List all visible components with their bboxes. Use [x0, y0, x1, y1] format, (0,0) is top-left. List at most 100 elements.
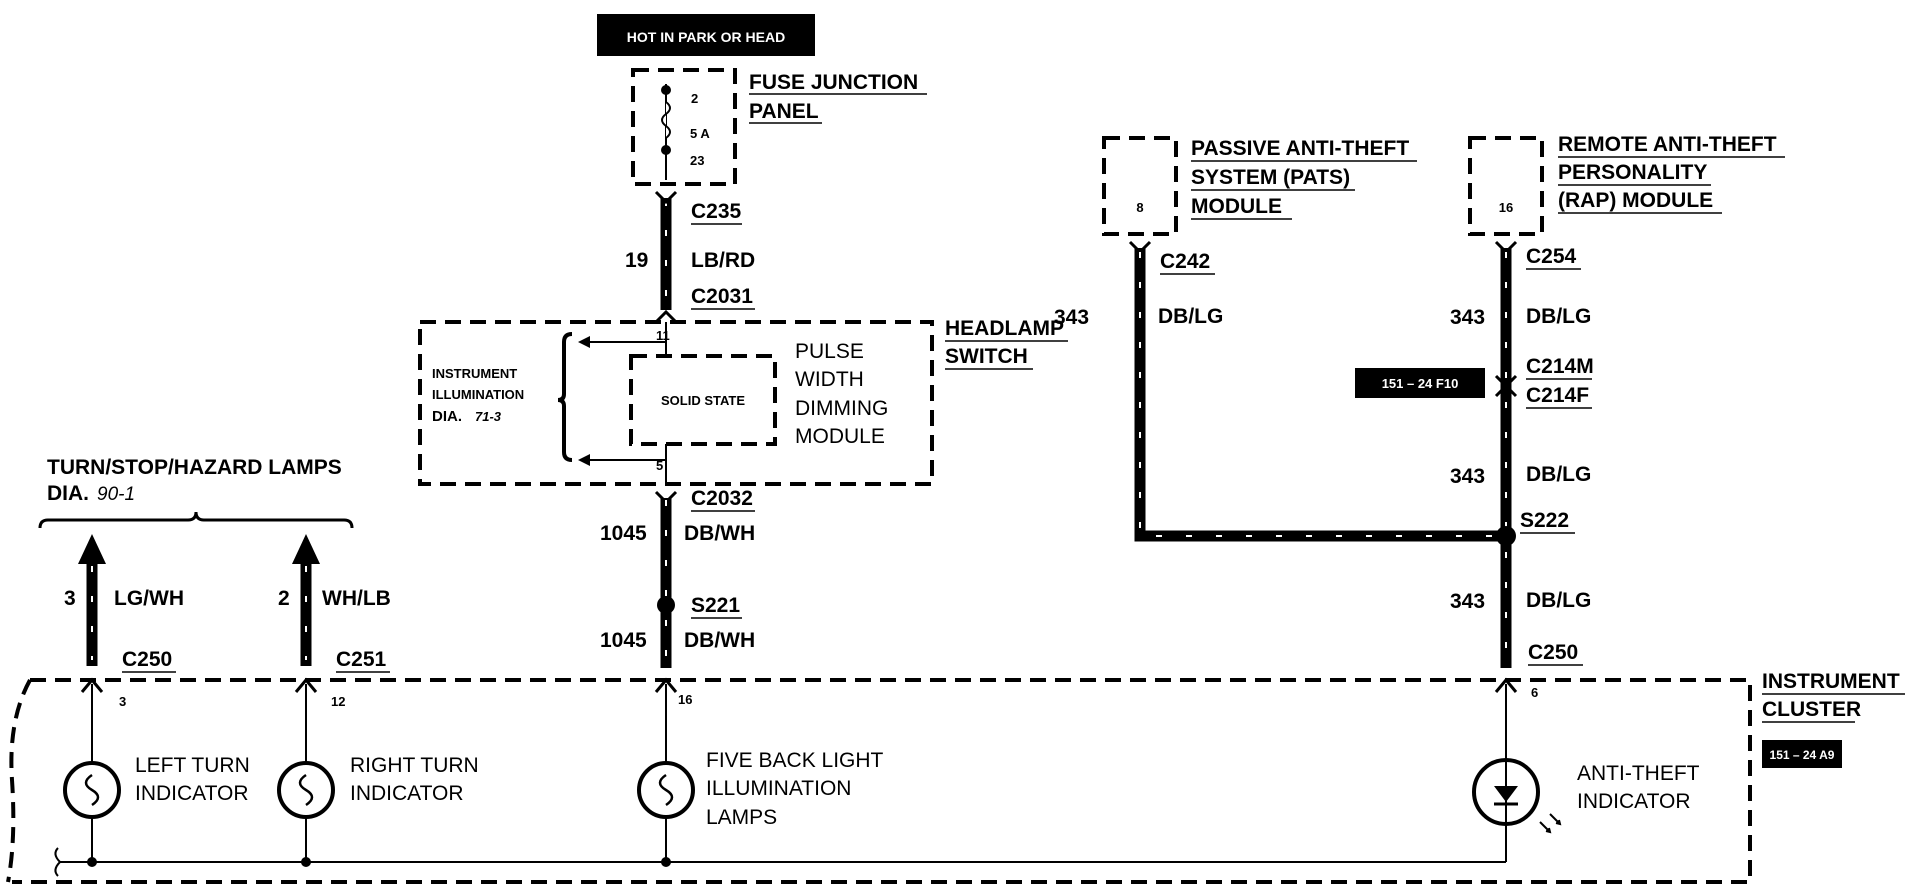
connector-c235-label: C235: [691, 200, 742, 223]
connector-c235-icon: [654, 190, 678, 205]
wire-2-circuit: 2: [278, 587, 290, 610]
wire-1045b-color: DB/WH: [684, 629, 755, 652]
wire-19-color: LB/RD: [691, 249, 755, 272]
rap-title-3: (RAP) MODULE: [1558, 189, 1713, 212]
backlight-label-3: LAMPS: [706, 806, 777, 829]
left-turn-label-1: LEFT TURN: [135, 754, 250, 777]
illum-arrow-bottom-icon: [578, 454, 590, 466]
headlamp-switch-box: [418, 320, 934, 486]
instrument-illum-dia: DIA.: [432, 408, 462, 425]
connector-c2031-icon: [654, 309, 678, 324]
fuse-panel-title-2: PANEL: [749, 100, 819, 123]
instrument-illum-line2: ILLUMINATION: [432, 387, 524, 402]
instrument-illum-ref: 71-3: [475, 409, 502, 424]
wire-3-circuit: 3: [64, 587, 76, 610]
wire-1045b-circuit: 1045: [600, 629, 647, 652]
pwdm-line4: MODULE: [795, 425, 885, 448]
connector-c2032-label: C2032: [691, 487, 753, 510]
pin-16-label: 16: [678, 692, 692, 707]
instrument-illum-line1: INSTRUMENT: [432, 366, 517, 381]
wire-19-circuit: 19: [625, 249, 648, 272]
fuse-rating: 5 A: [690, 126, 710, 141]
splice-s221-label: S221: [691, 594, 740, 617]
turn-lamps-title: TURN/STOP/HAZARD LAMPS: [47, 456, 342, 479]
fuse-terminal-bottom: [661, 145, 671, 155]
ref-f10-label: 151 – 24 F10: [1382, 376, 1459, 391]
right-turn-label-1: RIGHT TURN: [350, 754, 479, 777]
fuse-junction-panel-box: [631, 68, 737, 186]
wire-3-arrow-icon: [78, 534, 106, 564]
wire-343-rap-circuit-2: 343: [1450, 465, 1485, 488]
wire-2-pin: 12: [331, 694, 345, 709]
wire-1045a-circuit: 1045: [600, 522, 647, 545]
wire-343-pats-color: DB/LG: [1158, 305, 1223, 328]
wire-343-rap-circuit-3: 343: [1450, 590, 1485, 613]
rap-title-1: REMOTE ANTI-THEFT: [1558, 133, 1777, 156]
connector-c250-right-label: C250: [1528, 641, 1578, 664]
wire-1045a-color: DB/WH: [684, 522, 755, 545]
wire-2-connector: C251: [336, 648, 387, 671]
wire-343-rap-color-3: DB/LG: [1526, 589, 1591, 612]
pats-module-box: [1102, 136, 1178, 236]
headlamp-switch-title-2: SWITCH: [945, 345, 1028, 368]
backlight-label-1: FIVE BACK LIGHT: [706, 749, 884, 772]
illum-bracket-icon: [557, 332, 573, 462]
fuse-symbol-icon: [661, 101, 671, 139]
fuse-panel-title-1: FUSE JUNCTION: [749, 71, 918, 94]
cluster-title-1: INSTRUMENT: [1762, 670, 1900, 693]
led-emission-icon: [1539, 821, 1552, 834]
turn-lamps-dia: DIA.: [47, 482, 89, 505]
fuse-pin-top: 2: [691, 91, 698, 106]
pats-title-2: SYSTEM (PATS): [1191, 166, 1350, 189]
connector-c251-icon: [294, 677, 318, 693]
hot-in-park-box: [597, 14, 815, 56]
rap-title-2: PERSONALITY: [1558, 161, 1707, 184]
wire-3-color: LG/WH: [114, 587, 184, 610]
headlamp-switch-title-1: HEADLAMP: [945, 317, 1064, 340]
connector-c250-right-icon: [1494, 677, 1518, 693]
rap-module-box: [1468, 136, 1544, 236]
left-turn-label-2: INDICATOR: [135, 782, 249, 805]
solid-state-label: SOLID STATE: [661, 393, 745, 408]
right-turn-label-2: INDICATOR: [350, 782, 464, 805]
connector-c254-label: C254: [1526, 245, 1577, 268]
headlamp-pin-bottom: 5: [656, 458, 663, 473]
wire-343-rap-color-1: DB/LG: [1526, 305, 1591, 328]
connector-c242-label: C242: [1160, 250, 1210, 273]
pin-6-label: 6: [1531, 685, 1538, 700]
connector-c2031-label: C2031: [691, 285, 753, 308]
connector-c214f-label: C214F: [1526, 384, 1589, 407]
pwdm-line2: WIDTH: [795, 368, 864, 391]
antitheft-label-1: ANTI-THEFT: [1577, 762, 1700, 785]
fuse-pin-bottom: 23: [690, 153, 704, 168]
splice-s222-label: S222: [1520, 509, 1569, 532]
splice-s221-icon: [657, 596, 675, 614]
illum-arrow-top-icon: [578, 336, 590, 348]
turn-lamps-ref: 90-1: [97, 484, 135, 505]
connector-c250-left-icon: [80, 677, 104, 693]
pats-title-1: PASSIVE ANTI-THEFT: [1191, 137, 1409, 160]
instrument-cluster-box: [12, 678, 1752, 884]
turn-lamps-brace-icon: [38, 511, 354, 529]
fuse-terminal-top: [661, 85, 671, 95]
headlamp-pin-top: 11: [656, 328, 670, 343]
rap-pin: 16: [1499, 200, 1513, 215]
wire-343-rap-color-2: DB/LG: [1526, 463, 1591, 486]
backlight-label-2: ILLUMINATION: [706, 777, 851, 800]
antitheft-label-2: INDICATOR: [1577, 790, 1691, 813]
wire-343-pats-circuit: 343: [1054, 306, 1089, 329]
wire-343-rap-circuit-1: 343: [1450, 306, 1485, 329]
hot-in-park-label: HOT IN PARK OR HEAD: [627, 29, 785, 45]
solid-state-box: [629, 354, 777, 446]
cluster-ref-box: [1762, 740, 1842, 768]
wire-3-pin: 3: [119, 694, 126, 709]
ref-f10-box: [1355, 368, 1485, 398]
cluster-ref-label: 151 – 24 A9: [1770, 748, 1835, 762]
wire-2-color: WH/LB: [322, 587, 391, 610]
pats-title-3: MODULE: [1191, 195, 1282, 218]
pwdm-line3: DIMMING: [795, 397, 888, 420]
cluster-title-2: CLUSTER: [1762, 698, 1861, 721]
pats-pin: 8: [1136, 200, 1143, 215]
wire-3-connector: C250: [122, 648, 172, 671]
